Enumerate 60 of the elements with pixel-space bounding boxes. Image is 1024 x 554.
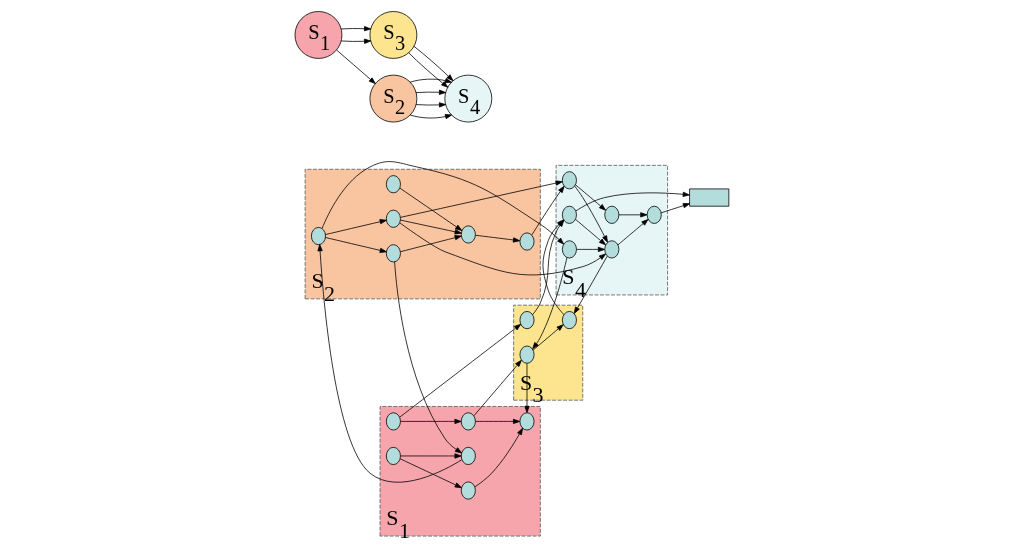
arrow (574, 185, 608, 243)
arrow (660, 203, 690, 214)
arrow (415, 89, 447, 95)
node-circle (519, 412, 535, 431)
arrow (532, 324, 564, 351)
node-circle (385, 412, 401, 431)
arrow (409, 78, 453, 84)
node-circle (646, 205, 662, 224)
arrow (336, 49, 376, 84)
node-circle (561, 205, 577, 224)
arrow (415, 102, 447, 108)
arrow (394, 261, 463, 454)
arrow (400, 219, 462, 235)
arrow (400, 418, 462, 424)
node-circle (460, 225, 476, 244)
node-circle (561, 171, 577, 190)
node-circle (460, 412, 476, 431)
arrow (618, 212, 648, 218)
arrow (475, 234, 521, 243)
arrow (400, 235, 462, 253)
arrow (473, 359, 522, 417)
arrow (575, 218, 606, 246)
arrow (408, 52, 449, 88)
node-circle (311, 227, 326, 246)
arrow (573, 255, 608, 314)
node-circle (519, 345, 535, 364)
node-circle (519, 311, 535, 330)
arrow (317, 244, 463, 483)
arrow (399, 187, 463, 231)
arrow (575, 191, 690, 212)
arrow (474, 427, 523, 488)
arrow (340, 38, 372, 44)
node-circle (604, 240, 620, 259)
arrow (576, 246, 605, 252)
arrow (325, 219, 387, 235)
arrow (400, 180, 563, 218)
node-circle (561, 240, 577, 259)
arrow (475, 418, 521, 424)
arrow (617, 219, 649, 246)
node-circle (519, 232, 535, 251)
arrow (532, 257, 568, 350)
arrow (399, 323, 522, 418)
node-circle (385, 446, 401, 465)
node-circle (561, 311, 577, 330)
arrow (340, 26, 372, 32)
arrow (399, 222, 607, 276)
arrow (524, 363, 530, 413)
arrow (400, 453, 462, 459)
node-circle (385, 175, 401, 194)
arrow (399, 458, 462, 489)
arrow (413, 45, 454, 82)
node-circle (460, 481, 476, 500)
arrow (409, 114, 453, 120)
arrow (575, 184, 606, 211)
node-circle (604, 205, 620, 224)
node-circle (385, 244, 401, 263)
node-circle (385, 209, 401, 228)
arrow (325, 237, 387, 253)
node-circle (460, 446, 476, 465)
node-box (689, 188, 730, 207)
